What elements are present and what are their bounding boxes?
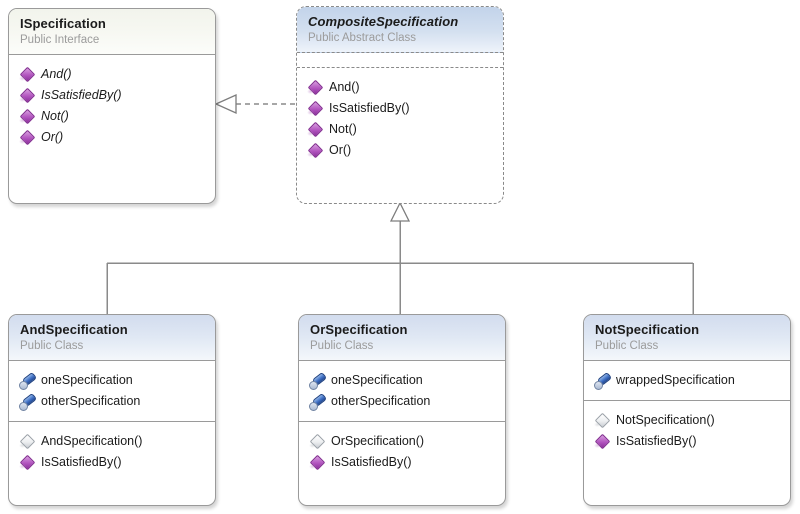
field-icon — [19, 394, 35, 411]
class-header-notspecification: NotSpecification Public Class — [584, 315, 790, 361]
member-label: Not() — [41, 109, 69, 123]
member-label: Not() — [329, 122, 357, 136]
member-row[interactable]: Not() — [19, 106, 205, 127]
member-label: oneSpecification — [41, 373, 133, 387]
member-label: otherSpecification — [41, 394, 141, 408]
member-label: IsSatisfiedBy() — [616, 434, 697, 448]
member-row[interactable]: NotSpecification() — [594, 410, 780, 431]
class-title: AndSpecification — [20, 322, 128, 337]
constructor-icon — [19, 434, 35, 450]
member-row[interactable]: IsSatisfiedBy() — [307, 98, 493, 119]
class-title: ISpecification — [20, 16, 106, 31]
member-row[interactable]: IsSatisfiedBy() — [594, 431, 780, 452]
member-row[interactable]: IsSatisfiedBy() — [309, 452, 495, 473]
class-stereotype: Public Class — [310, 340, 374, 352]
class-section-methods: NotSpecification() IsSatisfiedBy() — [584, 400, 790, 461]
member-row[interactable]: otherSpecification — [309, 391, 495, 412]
generalization-tree — [106, 219, 694, 315]
member-label: otherSpecification — [331, 394, 431, 408]
class-title: CompositeSpecification — [308, 14, 459, 29]
method-icon — [307, 101, 323, 117]
method-icon — [19, 455, 35, 471]
class-section-fields: wrappedSpecification — [584, 361, 790, 400]
class-stereotype: Public Class — [595, 340, 659, 352]
class-box-notspecification[interactable]: NotSpecification Public Class wrappedSpe… — [583, 314, 791, 506]
member-row[interactable]: oneSpecification — [309, 370, 495, 391]
class-header-ispecification: ISpecification Public Interface — [9, 9, 215, 55]
class-header-orspecification: OrSpecification Public Class — [299, 315, 505, 361]
field-icon — [19, 373, 35, 390]
field-icon — [309, 373, 325, 390]
member-label: Or() — [329, 143, 352, 157]
member-label: And() — [329, 80, 360, 94]
member-row[interactable]: AndSpecification() — [19, 431, 205, 452]
member-row[interactable]: otherSpecification — [19, 391, 205, 412]
class-box-ispecification[interactable]: ISpecification Public Interface And() Is… — [8, 8, 216, 204]
realization-composite-to-ispecification — [214, 93, 296, 115]
class-section-methods: AndSpecification() IsSatisfiedBy() — [9, 421, 215, 482]
member-row[interactable]: wrappedSpecification — [594, 370, 780, 391]
member-label: IsSatisfiedBy() — [41, 88, 122, 102]
member-row[interactable]: Or() — [307, 140, 493, 161]
member-row[interactable]: Not() — [307, 119, 493, 140]
method-icon — [309, 455, 325, 471]
class-header-compositespecification: CompositeSpecification Public Abstract C… — [297, 7, 503, 53]
class-title: OrSpecification — [310, 322, 408, 337]
method-icon — [307, 122, 323, 138]
class-box-orspecification[interactable]: OrSpecification Public Class oneSpecific… — [298, 314, 506, 506]
member-label: NotSpecification() — [616, 413, 715, 427]
class-stereotype: Public Abstract Class — [308, 32, 417, 44]
hollow-triangle-icon — [389, 201, 411, 222]
method-icon — [307, 80, 323, 96]
member-row[interactable]: And() — [307, 77, 493, 98]
member-label: IsSatisfiedBy() — [329, 101, 410, 115]
constructor-icon — [594, 413, 610, 429]
class-title: NotSpecification — [595, 322, 700, 337]
hollow-triangle-icon — [214, 93, 237, 115]
class-box-andspecification[interactable]: AndSpecification Public Class oneSpecifi… — [8, 314, 216, 506]
member-row[interactable]: IsSatisfiedBy() — [19, 452, 205, 473]
class-stereotype: Public Interface — [20, 34, 100, 46]
method-icon — [307, 143, 323, 159]
member-label: wrappedSpecification — [616, 373, 735, 387]
member-label: oneSpecification — [331, 373, 423, 387]
class-section-fields: oneSpecification otherSpecification — [9, 361, 215, 421]
class-section-fields: oneSpecification otherSpecification — [299, 361, 505, 421]
constructor-icon — [309, 434, 325, 450]
member-label: Or() — [41, 130, 64, 144]
class-section-methods: And() IsSatisfiedBy() Not() Or() — [9, 55, 215, 157]
method-icon — [19, 109, 35, 125]
member-row[interactable]: And() — [19, 64, 205, 85]
member-row[interactable]: OrSpecification() — [309, 431, 495, 452]
member-row[interactable]: Or() — [19, 127, 205, 148]
method-icon — [19, 67, 35, 83]
method-icon — [594, 434, 610, 450]
member-row[interactable]: IsSatisfiedBy() — [19, 85, 205, 106]
member-label: OrSpecification() — [331, 434, 425, 448]
field-icon — [309, 394, 325, 411]
method-icon — [19, 88, 35, 104]
member-label: IsSatisfiedBy() — [41, 455, 122, 469]
class-stereotype: Public Class — [20, 340, 84, 352]
method-icon — [19, 130, 35, 146]
member-label: AndSpecification() — [41, 434, 143, 448]
member-row[interactable]: oneSpecification — [19, 370, 205, 391]
class-section-methods: OrSpecification() IsSatisfiedBy() — [299, 421, 505, 482]
member-label: IsSatisfiedBy() — [331, 455, 412, 469]
member-label: And() — [41, 67, 72, 81]
class-header-andspecification: AndSpecification Public Class — [9, 315, 215, 361]
class-section-methods: And() IsSatisfiedBy() Not() Or() — [297, 67, 503, 170]
class-section-fields — [297, 53, 503, 67]
class-box-compositespecification[interactable]: CompositeSpecification Public Abstract C… — [296, 6, 504, 204]
field-icon — [594, 373, 610, 390]
